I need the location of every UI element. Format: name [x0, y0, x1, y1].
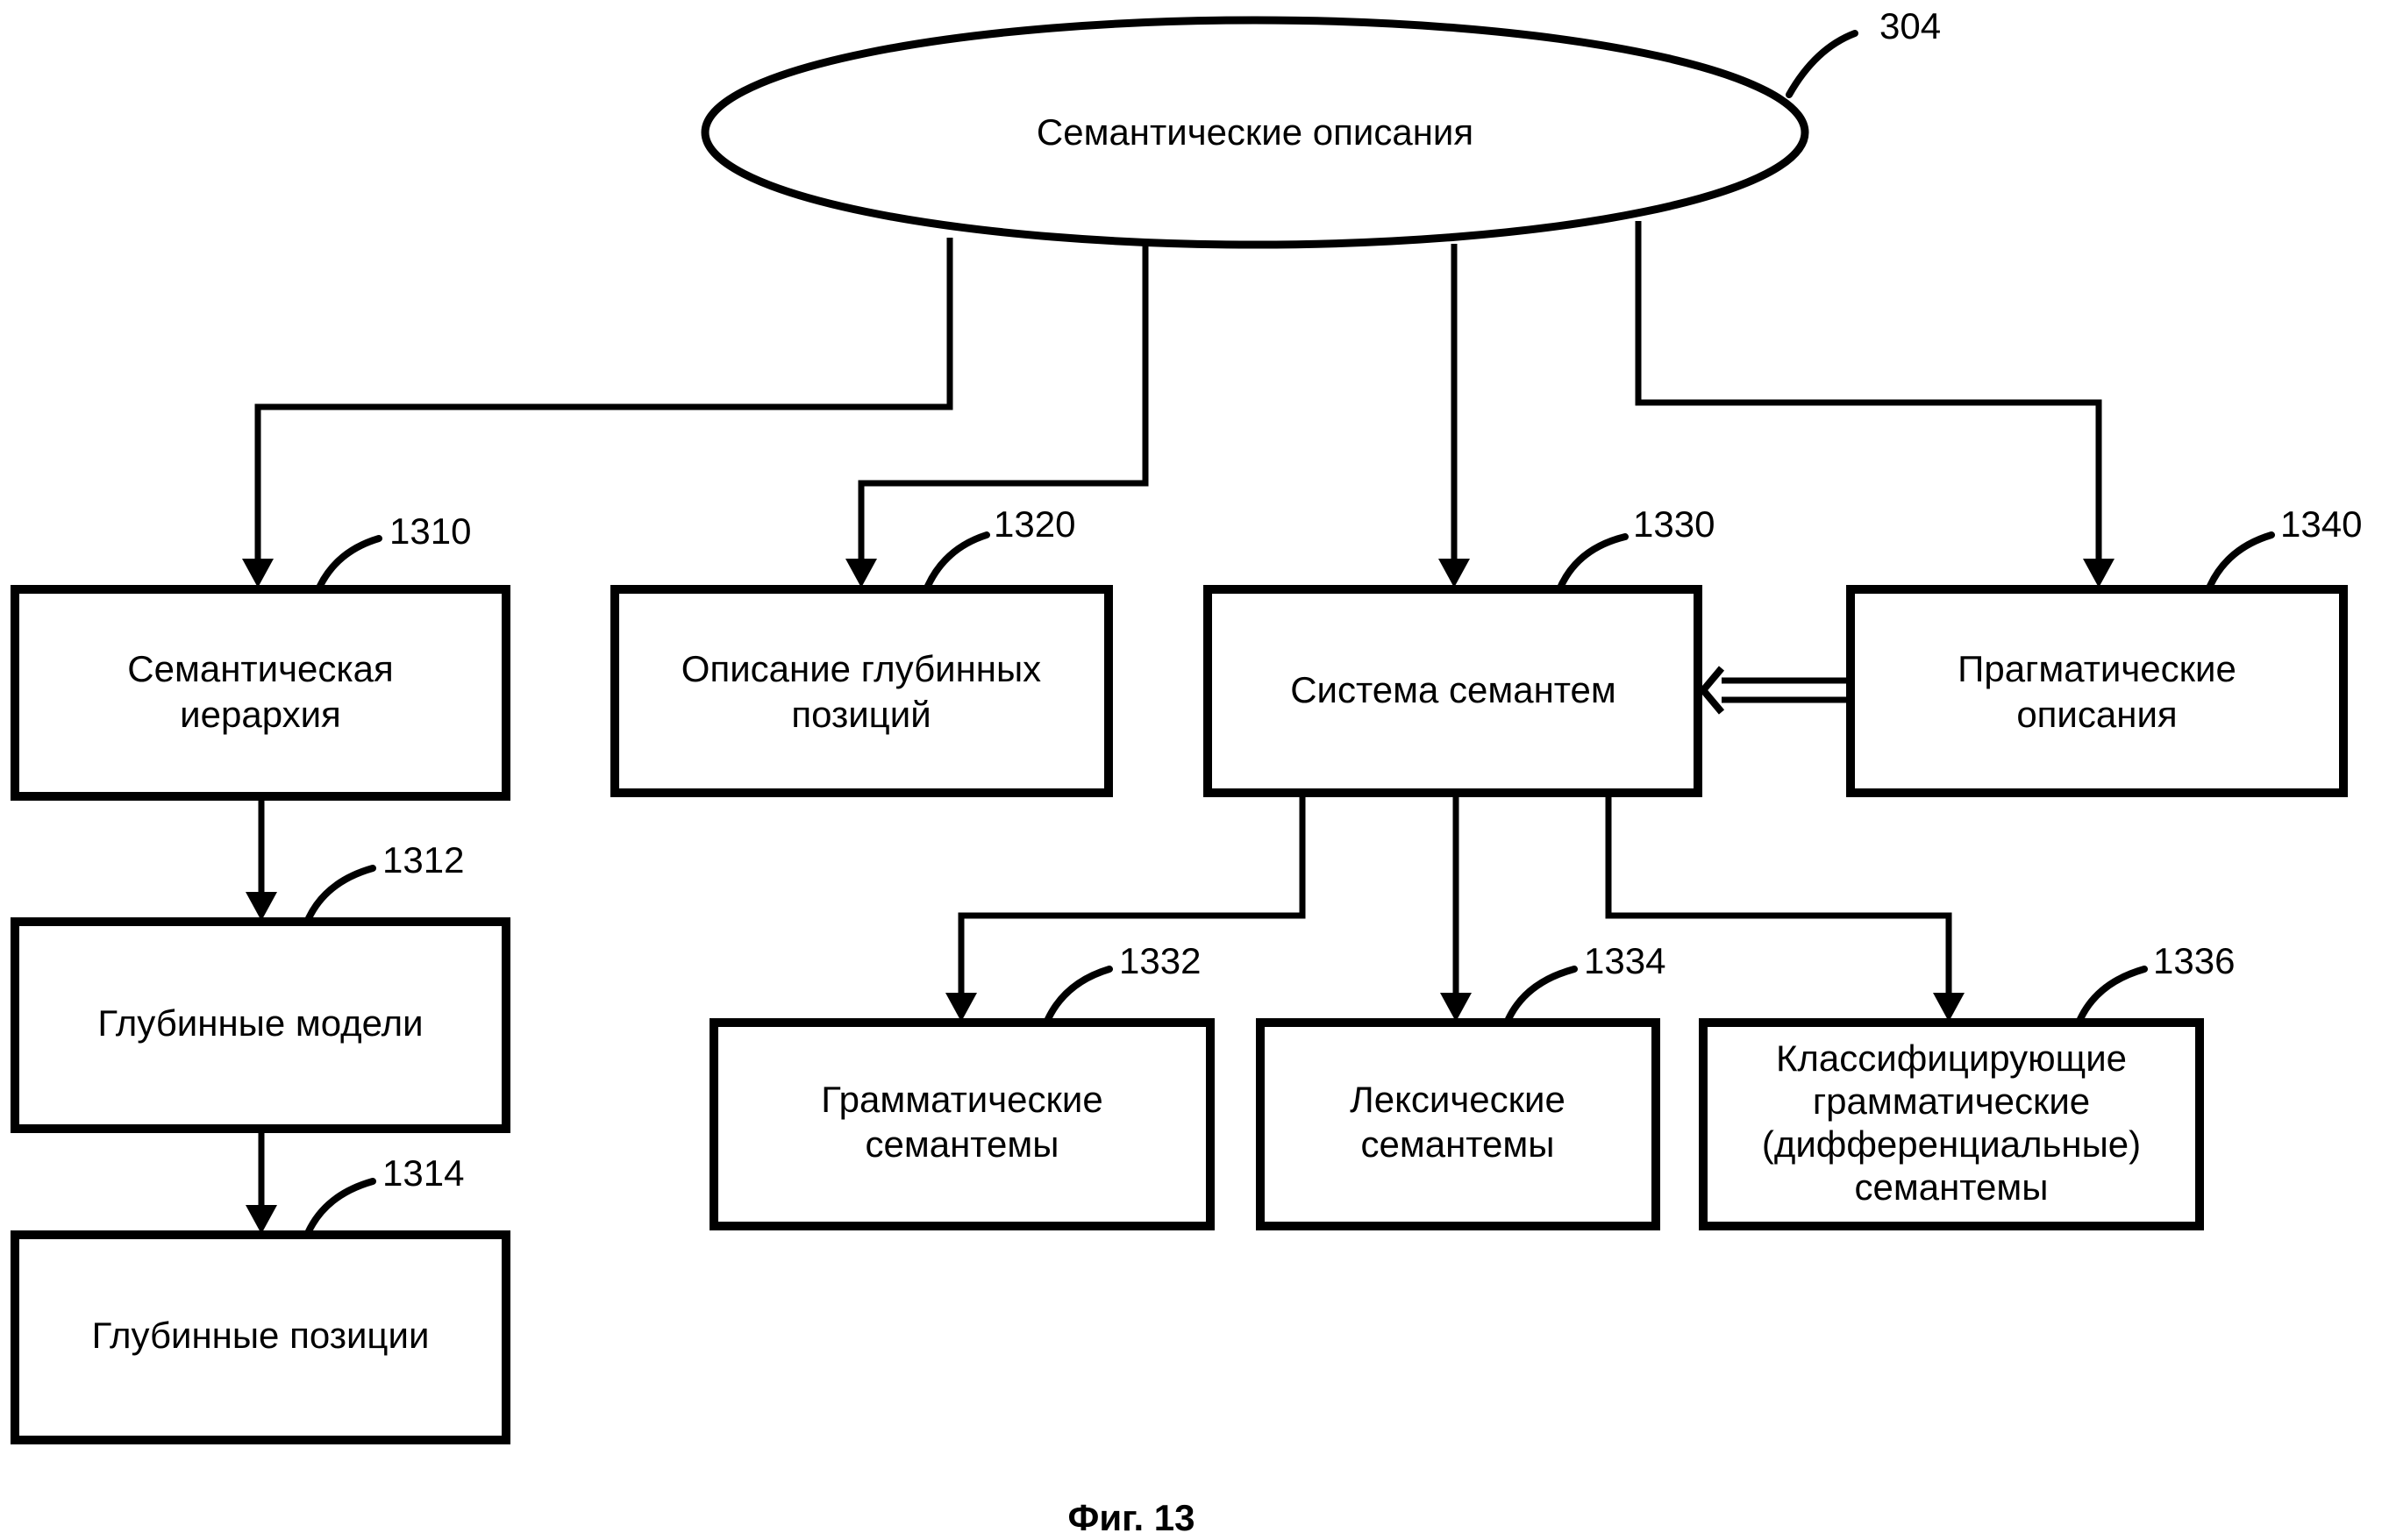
ref-number-1320: 1320	[994, 503, 1075, 545]
ref-leader-1314	[309, 1181, 373, 1231]
figure-caption: Фиг. 13	[1067, 1497, 1195, 1538]
arrowhead-1312	[246, 892, 277, 921]
node-1334-lexical-semantemes: Лексические семантемы 1334	[1260, 940, 1665, 1226]
box-1320-line-2: позиций	[791, 694, 931, 735]
box-1310	[15, 589, 506, 796]
box-1336-line-4: семантемы	[1855, 1166, 2049, 1208]
box-1336-line-2: грамматические	[1813, 1080, 2090, 1122]
ref-leader-1334	[1508, 969, 1574, 1019]
arrowhead-1320	[845, 559, 877, 588]
box-1332-line-1: Грамматические	[821, 1079, 1102, 1120]
arrowhead-1336	[1933, 993, 1965, 1022]
box-1340-line-1: Прагматические	[1958, 648, 2236, 689]
box-1332-line-2: семантемы	[866, 1123, 1059, 1165]
connector-1330-1332	[945, 796, 1302, 1022]
ref-leader-304	[1789, 33, 1855, 95]
box-1330-line-1: Система семантем	[1290, 669, 1616, 710]
ref-number-304: 304	[1879, 5, 1941, 46]
box-1312-line-1: Глубинные модели	[97, 1002, 423, 1044]
hollow-arrow-1340-to-1330	[1703, 668, 1851, 712]
box-1334-line-2: семантемы	[1361, 1123, 1555, 1165]
box-1340	[1851, 589, 2343, 793]
root-label: Семантические описания	[1037, 111, 1473, 153]
ref-leader-1312	[309, 868, 373, 918]
ref-leader-1340	[2210, 535, 2271, 586]
arrowhead-1334	[1440, 993, 1472, 1022]
ref-number-1332: 1332	[1119, 940, 1201, 981]
box-1314-line-1: Глубинные позиции	[92, 1315, 430, 1356]
ref-number-1334: 1334	[1584, 940, 1665, 981]
arrowhead-1330	[1438, 559, 1470, 588]
box-1336-line-1: Классифицирующие	[1776, 1037, 2127, 1079]
connector-1330-1336	[1608, 796, 1965, 1022]
hollow-arrow-head	[1703, 668, 1722, 712]
ref-number-1312: 1312	[382, 839, 464, 881]
arrowhead-1314	[246, 1205, 277, 1234]
ref-number-1336: 1336	[2153, 940, 2235, 981]
node-1336-classifying-grammatical-semantemes: Классифицирующие грамматические (диффере…	[1703, 940, 2235, 1226]
ref-number-1310: 1310	[389, 510, 471, 552]
connector-304-1310	[242, 238, 950, 588]
box-1320	[615, 589, 1109, 793]
ref-leader-1332	[1048, 969, 1109, 1019]
ref-leader-1330	[1561, 537, 1625, 586]
ref-leader-1310	[320, 538, 379, 586]
connector-1310-1312	[246, 800, 277, 921]
node-1340-pragmatic-descriptions: Прагматические описания 1340	[1851, 503, 2362, 793]
ref-leader-1336	[2080, 969, 2144, 1019]
box-1334-line-1: Лексические	[1350, 1079, 1565, 1120]
arrowhead-1310	[242, 559, 274, 588]
box-1320-line-1: Описание глубинных	[681, 648, 1041, 689]
box-1310-line-1: Семантическая	[127, 648, 393, 689]
ref-number-1340: 1340	[2280, 503, 2362, 545]
ref-number-1314: 1314	[382, 1152, 464, 1194]
arrowhead-1340	[2083, 559, 2115, 588]
ref-leader-1320	[928, 535, 987, 586]
connector-1330-1334	[1440, 796, 1472, 1022]
node-304-semantic-descriptions: Семантические описания 304	[705, 5, 1941, 245]
arrowhead-1332	[945, 993, 977, 1022]
box-1340-line-2: описания	[2016, 694, 2177, 735]
connector-304-1330	[1438, 244, 1470, 588]
connector-1312-1314	[246, 1133, 277, 1234]
box-1336-line-3: (дифференциальные)	[1762, 1123, 2141, 1165]
ref-number-1330: 1330	[1633, 503, 1715, 545]
box-1310-line-2: иерархия	[180, 694, 341, 735]
node-1330-semanteme-system: Система семантем 1330	[1208, 503, 1715, 793]
